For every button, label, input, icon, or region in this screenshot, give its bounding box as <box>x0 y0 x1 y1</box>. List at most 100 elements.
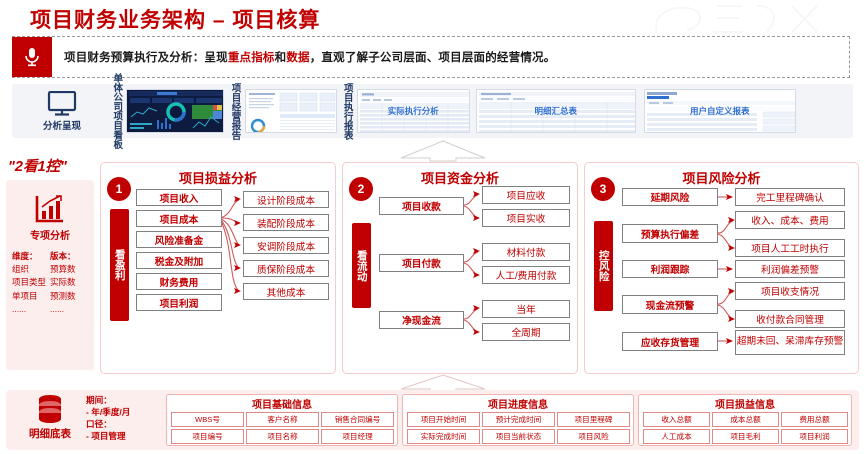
panel-3-badge: 3 <box>591 177 615 201</box>
g3-r2-c1[interactable]: 人工成本 <box>643 429 710 444</box>
g1-r2-c2[interactable]: 项目名称 <box>246 429 319 444</box>
p1-right-0[interactable]: 设计阶段成本 <box>243 191 329 208</box>
g1-r2-c3[interactable]: 项目经理 <box>321 429 394 444</box>
sidebar-heading: "2看1控" <box>8 159 67 175</box>
p1-left-1[interactable]: 项目成本 <box>136 210 222 227</box>
monitor-icon <box>47 90 77 116</box>
strip-label-0: 单体公司项目看板 <box>111 73 123 149</box>
p3-left-1[interactable]: 预算执行偏差 <box>622 224 718 243</box>
p2-right-2-1[interactable]: 全周期 <box>482 323 570 341</box>
chevron-up-top <box>400 140 486 162</box>
thumb-detail-summary[interactable]: 明细汇总表 <box>475 89 636 133</box>
p3-right-4-0[interactable]: 超期未回、呆滞库存预警 <box>735 330 845 355</box>
g2-r2-c2[interactable]: 项目当前状态 <box>482 429 555 444</box>
g2-r1-c1[interactable]: 项目开始时间 <box>407 412 480 427</box>
banner-prefix: 项目财务预算执行及分析：呈现 <box>64 52 228 64</box>
p3-right-3-0[interactable]: 项目收支情况 <box>735 282 845 300</box>
p1-right-3[interactable]: 质保阶段成本 <box>243 260 329 277</box>
thumb-caption-summary: 明细汇总表 <box>534 106 577 116</box>
panel-2-vbar-label: 看流动 <box>355 249 368 282</box>
g1-r1-c2[interactable]: 客户名称 <box>246 412 319 427</box>
p1-right-2[interactable]: 安调阶段成本 <box>243 237 329 254</box>
p3-left-3[interactable]: 现金流预警 <box>622 295 718 314</box>
sidebar-caption: 专项分析 <box>30 231 70 242</box>
group-1-title: 项目基础信息 <box>248 396 316 411</box>
version-item-3: ...... <box>50 303 65 314</box>
version-item-2: 预测数 <box>50 290 76 301</box>
g1-r2-c1[interactable]: 项目编号 <box>171 429 244 444</box>
p2-left-0[interactable]: 项目收款 <box>379 197 464 215</box>
panel-3-title: 项目风险分析 <box>682 171 761 186</box>
p3-left-0[interactable]: 延期风险 <box>622 188 718 206</box>
p3-left-2[interactable]: 利润跟踪 <box>622 260 718 278</box>
dimension-column: 维度： 组织 项目类型 单项目 ...... <box>12 250 50 316</box>
p1-right-1[interactable]: 装配阶段成本 <box>243 214 329 231</box>
microphone-icon <box>12 36 52 77</box>
panel-2-vbar: 看流动 <box>352 223 371 308</box>
strip-label-2: 项目执行报表 <box>341 82 353 140</box>
sidebar-dimensions: 维度： 组织 项目类型 单项目 ...... 版本： 预算数 实际数 预测数 .… <box>6 242 94 316</box>
p1-left-4[interactable]: 财务费用 <box>136 273 222 290</box>
thumb-custom-report[interactable]: 用户自定义报表 <box>643 89 796 133</box>
dimension-item-1: 项目类型 <box>12 277 47 288</box>
p2-left-2[interactable]: 净现金流 <box>379 311 464 329</box>
g3-r1-c3[interactable]: 费用总额 <box>781 412 848 427</box>
panel-2-badge: 2 <box>349 177 373 201</box>
p2-right-1-0[interactable]: 材料付款 <box>482 243 570 261</box>
p3-right-3-1[interactable]: 收付款合同管理 <box>735 310 845 328</box>
p1-left-5[interactable]: 项目利润 <box>136 294 222 311</box>
group-3-title: 项目损益信息 <box>711 396 779 411</box>
p3-right-1-0[interactable]: 收入、成本、费用 <box>735 211 845 229</box>
g2-r1-c2[interactable]: 预计完成时间 <box>482 412 555 427</box>
dimension-item-2: 单项目 <box>12 290 38 301</box>
panel-2-title: 项目资金分析 <box>420 171 499 186</box>
g2-r2-c3[interactable]: 项目风险 <box>557 429 630 444</box>
panel-1-vbar-label: 看盈利 <box>113 249 126 281</box>
version-item-0: 预算数 <box>50 264 76 275</box>
p2-right-0-1[interactable]: 项目实收 <box>482 209 570 227</box>
thumb-report[interactable] <box>244 89 337 133</box>
analysis-display-strip: 分析呈现 单体公司项目看板 <box>12 73 853 149</box>
group-basic-info: 项目基础信息 WBS号 客户名称 销售合同编号 项目编号 项目名称 项目经理 <box>166 394 398 446</box>
group-profit-info: 项目损益信息 收入总额 成本总额 费用总额 人工成本 项目毛利 项目利润 <box>638 394 852 446</box>
bottom-caption: 明细底表 <box>29 428 71 440</box>
p2-right-1-1[interactable]: 人工/费用付款 <box>482 266 570 284</box>
p2-left-1[interactable]: 项目付款 <box>379 254 464 272</box>
bar-chart-icon <box>35 195 63 223</box>
version-label: 版本： <box>50 251 76 261</box>
panel-1-badge: 1 <box>107 177 131 201</box>
p2-right-0-0[interactable]: 项目应收 <box>482 186 570 204</box>
bottom-lead: 明细底表 <box>14 394 86 441</box>
p3-right-0-0[interactable]: 完工里程碑确认 <box>735 188 845 206</box>
g2-r2-c1[interactable]: 实际完成时间 <box>407 429 480 444</box>
group-progress-info: 项目进度信息 项目开始时间 预计完成时间 项目里程碑 实际完成时间 项目当前状态… <box>402 394 634 446</box>
p3-left-4[interactable]: 应收存货管理 <box>622 332 718 351</box>
dimension-item-0: 组织 <box>12 264 30 275</box>
g3-r2-c3[interactable]: 项目利润 <box>781 429 848 444</box>
g2-r1-c3[interactable]: 项目里程碑 <box>557 412 630 427</box>
g3-r2-c2[interactable]: 项目毛利 <box>712 429 779 444</box>
g1-r1-c3[interactable]: 销售合同编号 <box>321 412 394 427</box>
g1-r1-c1[interactable]: WBS号 <box>171 412 244 427</box>
banner-text: 项目财务预算执行及分析：呈现重点指标和数据，直观了解子公司层面、项目层面的经营情… <box>64 49 555 65</box>
p2-right-2-0[interactable]: 当年 <box>482 300 570 318</box>
version-column: 版本： 预算数 实际数 预测数 ...... <box>50 250 88 316</box>
p1-left-3[interactable]: 税金及附加 <box>136 252 222 269</box>
p1-left-2[interactable]: 风险准备金 <box>136 231 222 248</box>
period-label: 期间： <box>86 395 112 405</box>
g3-r1-c2[interactable]: 成本总额 <box>712 412 779 427</box>
p1-right-4[interactable]: 其他成本 <box>243 283 329 300</box>
g3-r1-c1[interactable]: 收入总额 <box>643 412 710 427</box>
thumb-caption-exec: 实际执行分析 <box>387 106 439 116</box>
p1-left-0[interactable]: 项目收入 <box>136 189 222 206</box>
banner-suffix: ，直观了解子公司层面、项目层面的经营情况。 <box>309 52 556 64</box>
watermark <box>655 5 818 33</box>
bottom-period-block: 期间： - 年/季度/月 口径： - 项目管理 <box>86 395 130 442</box>
p3-right-1-1[interactable]: 项目人工工时执行 <box>735 239 845 257</box>
group-2-title: 项目进度信息 <box>484 396 552 411</box>
thumb-exec-analysis[interactable]: 实际执行分析 <box>356 89 470 133</box>
panel-1-vbar: 看盈利 <box>110 209 129 321</box>
banner-mid: 和 <box>274 52 287 64</box>
p3-right-2-0[interactable]: 利润偏差预警 <box>735 260 845 278</box>
thumb-dark-dashboard[interactable] <box>126 89 225 133</box>
